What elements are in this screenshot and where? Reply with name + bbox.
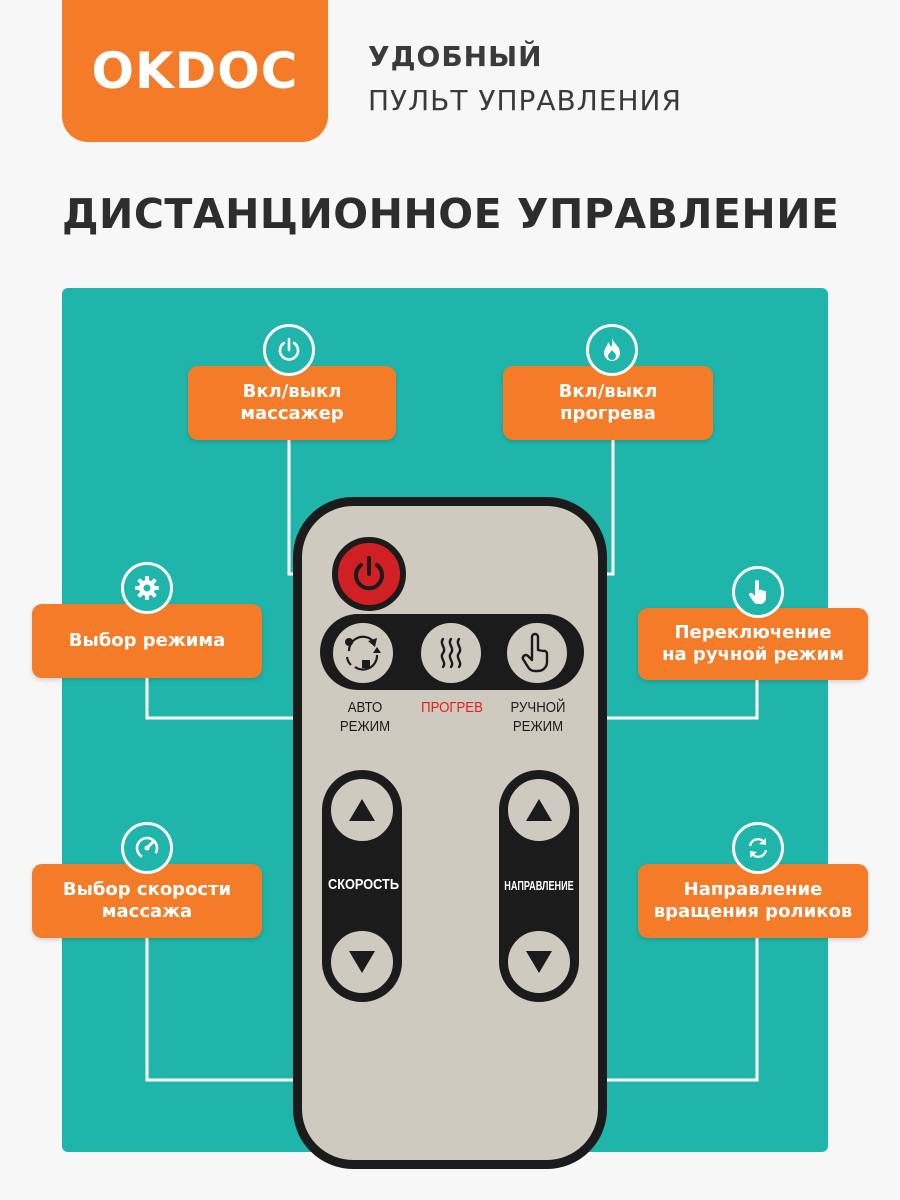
auto-mode-button[interactable]: [330, 620, 396, 686]
brand-logo: OKDOC: [62, 0, 328, 142]
callout-manual: Переключение на ручной режим: [638, 608, 868, 680]
page-heading: ДИСТАНЦИОННОЕ УПРАВЛЕНИЕ: [62, 190, 840, 238]
direction-label: НАПРАВЛЕНИЕ: [504, 878, 574, 893]
heat-waves-icon: [440, 637, 462, 669]
speed-up-button[interactable]: [328, 776, 396, 844]
callout-direction-line2: вращения роликов: [653, 901, 853, 922]
speed-label: СКОРОСТЬ: [328, 876, 400, 893]
tagline-title: УДОБНЫЙ: [368, 40, 543, 73]
callout-heat-line1: Вкл/выкл: [558, 381, 658, 402]
connector-manual: [590, 680, 759, 720]
manual-mode-button[interactable]: [504, 620, 570, 686]
direction-down-button[interactable]: [505, 928, 573, 996]
connector-mode: [145, 678, 322, 720]
heat-button[interactable]: [418, 620, 484, 686]
power-button-icon: [354, 556, 384, 591]
callout-direction: Направление вращения роликов: [638, 864, 868, 938]
triangle-up-icon: [349, 799, 375, 821]
hand-pointer-button-icon: [521, 632, 549, 673]
speed-down-button[interactable]: [328, 928, 396, 996]
hand-pointer-icon: [732, 566, 784, 618]
callout-speed: Выбор скорости массажа: [32, 864, 262, 938]
callout-mode-line1: Выбор режима: [68, 630, 226, 651]
speedometer-icon: [121, 822, 173, 874]
triangle-up-icon: [526, 799, 552, 821]
brand-logo-text: OKDOC: [91, 42, 299, 100]
callout-heat-line2: прогрева: [560, 403, 656, 424]
triangle-down-icon: [349, 951, 375, 973]
power-button[interactable]: [332, 537, 406, 611]
auto-mode-label-line2: РЕЖИМ: [339, 718, 391, 735]
callout-manual-line2: на ручной режим: [662, 644, 844, 665]
manual-mode-label-line2: РЕЖИМ: [512, 718, 564, 735]
manual-mode-label: РУЧНОЙ РЕЖИМ: [505, 698, 572, 736]
callout-speed-line2: массажа: [101, 901, 193, 922]
callout-manual-line1: Переключение: [674, 622, 832, 643]
triangle-down-icon: [526, 951, 552, 973]
auto-mode-label-line1: АВТО: [347, 699, 383, 716]
gear-icon: [121, 562, 173, 614]
rotate-icon: [732, 822, 784, 874]
heat-label: ПРОГРЕВ: [421, 699, 483, 716]
tagline-subtitle: ПУЛЬТ УПРАВЛЕНИЯ: [368, 84, 682, 117]
direction-up-button[interactable]: [505, 776, 573, 844]
manual-mode-label-line1: РУЧНОЙ: [510, 699, 566, 716]
callout-speed-line1: Выбор скорости: [62, 879, 232, 900]
flame-icon: [586, 324, 638, 376]
callout-heat: Вкл/выкл прогрева: [503, 366, 713, 440]
callout-power-line1: Вкл/выкл: [242, 381, 342, 402]
auto-cycle-icon: [345, 635, 381, 671]
callout-mode: Выбор режима: [32, 604, 262, 678]
callout-power: Вкл/выкл массажер: [188, 366, 396, 440]
power-icon: [263, 324, 315, 376]
callout-direction-line1: Направление: [683, 879, 823, 900]
callout-power-line2: массажер: [240, 403, 344, 424]
auto-mode-label: АВТО РЕЖИМ: [334, 698, 396, 736]
